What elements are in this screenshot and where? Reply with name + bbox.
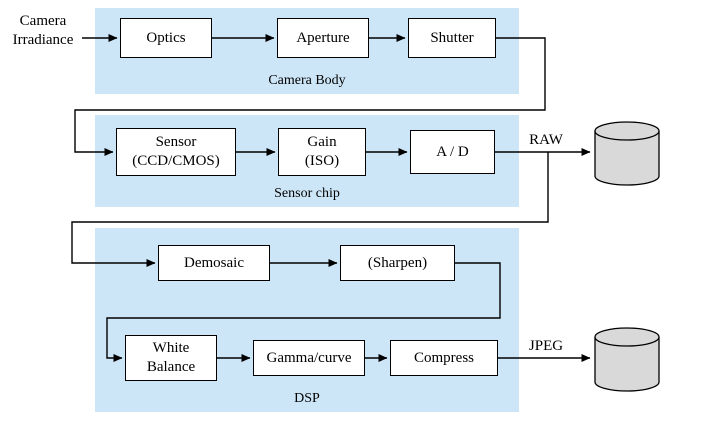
group-label-dsp: DSP: [294, 391, 320, 406]
jpeg-storage-cylinder-icon: [594, 327, 660, 392]
raw-output-label: RAW: [529, 132, 563, 148]
node-demosaic: Demosaic: [158, 245, 270, 281]
node-a-d-converter: A / D: [410, 130, 495, 174]
edge-sharpen-to-white-balance: [106, 262, 501, 362]
node-gamma-curve-label: Gamma/curve: [266, 349, 352, 366]
node-shutter: Shutter: [408, 18, 496, 58]
input-irradiance-label: Camera Irradiance: [12, 13, 74, 48]
group-label-sensor-chip: Sensor chip: [274, 186, 340, 201]
node-a-d-label: A / D: [436, 143, 469, 160]
node-demosaic-label: Demosaic: [184, 254, 244, 271]
node-compress-label: Compress: [414, 349, 474, 366]
node-gain-label: Gain (ISO): [304, 134, 340, 169]
node-optics-label: Optics: [146, 29, 186, 46]
jpeg-output-label: JPEG: [528, 338, 564, 354]
node-sharpen: (Sharpen): [340, 245, 455, 281]
node-optics: Optics: [120, 18, 212, 58]
node-white-balance-label: White Balance: [146, 340, 196, 375]
node-gamma-curve: Gamma/curve: [253, 340, 365, 376]
node-sensor-label: Sensor (CCD/CMOS): [132, 134, 220, 169]
node-aperture: Aperture: [277, 18, 369, 58]
node-sensor: Sensor (CCD/CMOS): [116, 128, 236, 176]
node-aperture-label: Aperture: [296, 29, 350, 46]
edge-ad-to-demosaic: [71, 152, 549, 267]
raw-storage-cylinder-icon: [594, 121, 660, 186]
edge-shutter-to-sensor: [74, 37, 546, 156]
node-sharpen-label: (Sharpen): [367, 254, 428, 271]
node-compress: Compress: [390, 340, 498, 376]
group-label-camera-body: Camera Body: [268, 73, 346, 88]
node-gain: Gain (ISO): [278, 128, 366, 176]
node-white-balance: White Balance: [125, 335, 217, 381]
node-shutter-label: Shutter: [430, 29, 474, 46]
